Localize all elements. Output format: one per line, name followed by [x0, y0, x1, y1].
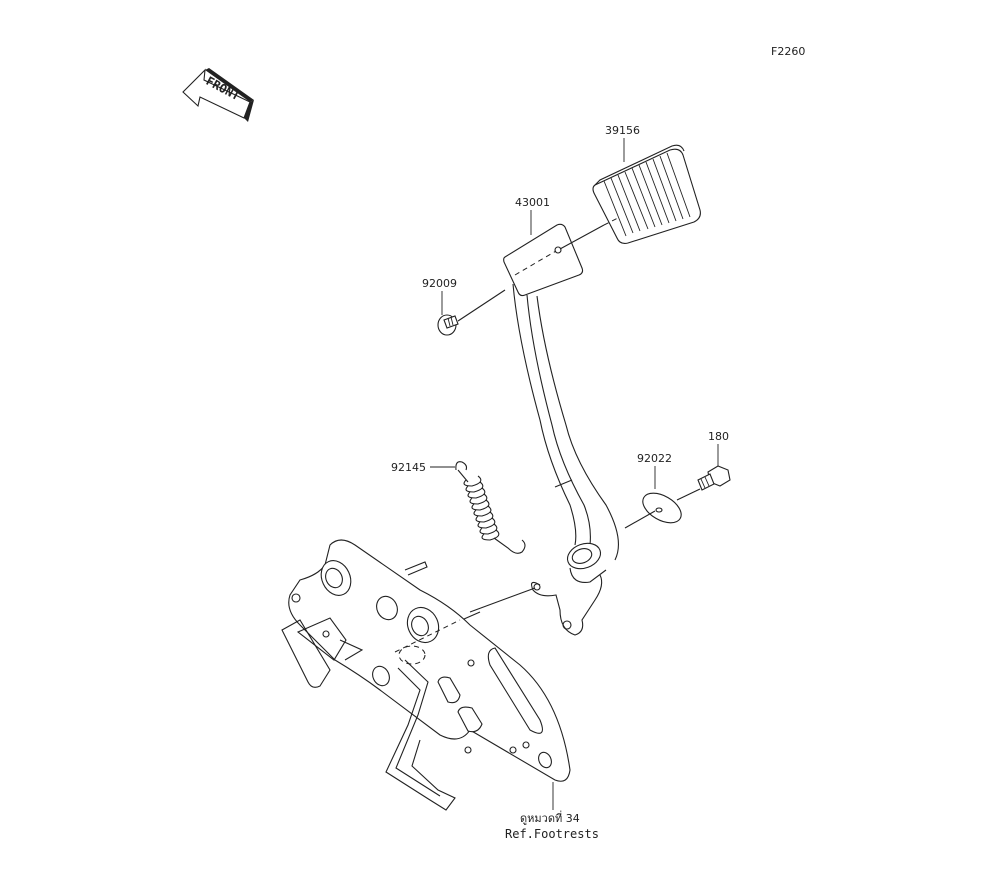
figure-code: F2260 [771, 45, 805, 58]
part-label-180: 180 [708, 430, 729, 443]
part-92022[interactable]: 92022 [624, 452, 701, 529]
footrest-reference: ดูหมวดที่ 34 Ref.Footrests [505, 782, 599, 841]
part-92009[interactable]: 92009 [422, 277, 506, 336]
part-label-43001: 43001 [515, 196, 550, 209]
part-180[interactable]: 180 [697, 430, 731, 491]
part-label-39156: 39156 [605, 124, 640, 137]
part-label-92145: 92145 [391, 461, 426, 474]
part-label-92009: 92009 [422, 277, 457, 290]
footrest-bracket [281, 539, 571, 811]
reference-thai-text: ดูหมวดที่ 34 [520, 810, 580, 825]
reference-english-text: Ref.Footrests [505, 827, 599, 841]
part-39156[interactable]: 39156 [592, 124, 701, 244]
part-92145[interactable]: 92145 [391, 461, 526, 554]
part-43001[interactable]: 43001 [469, 196, 621, 636]
part-label-92022: 92022 [637, 452, 672, 465]
front-arrow-icon: FRONT [182, 68, 254, 122]
